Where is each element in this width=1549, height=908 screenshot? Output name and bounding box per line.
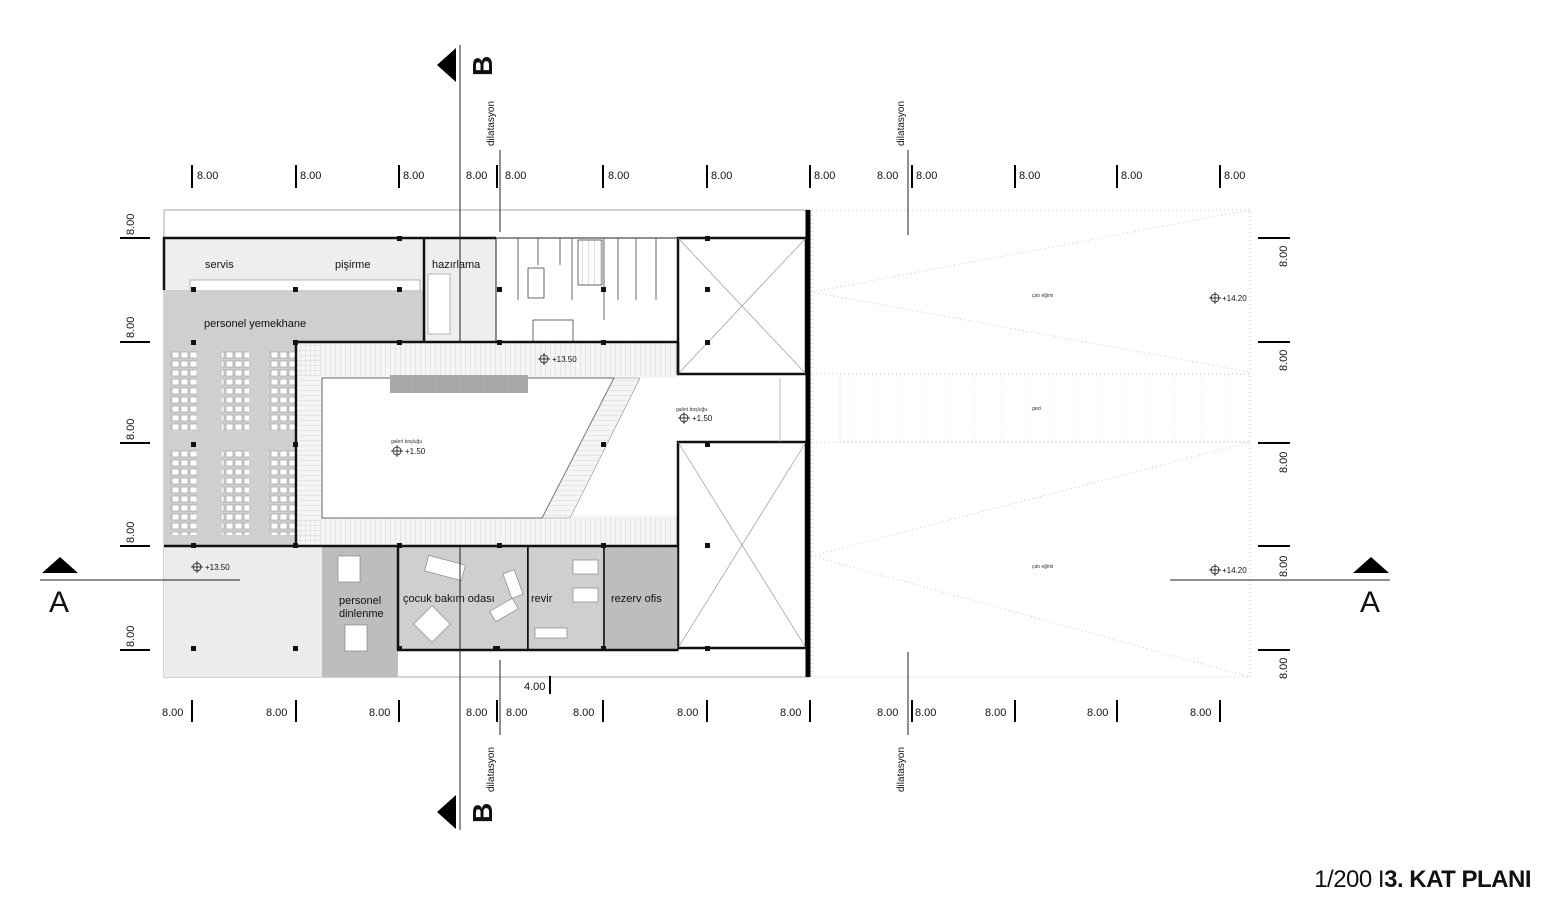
- dilatation-label-4: dilatasyon: [896, 747, 907, 792]
- label-pisirme: pişirme: [335, 259, 370, 271]
- level-galeri-2: +1.50: [692, 414, 713, 423]
- svg-text:8.00: 8.00: [1278, 246, 1290, 267]
- section-b-bottom: B: [467, 803, 498, 823]
- svg-text:8.00: 8.00: [300, 170, 321, 182]
- svg-text:8.00: 8.00: [915, 707, 936, 719]
- svg-text:8.00: 8.00: [877, 170, 898, 182]
- svg-text:8.00: 8.00: [573, 707, 594, 719]
- svg-text:8.00: 8.00: [505, 170, 526, 182]
- section-b-top: B: [467, 56, 498, 76]
- drawing-scale: 1/200 I: [1314, 866, 1385, 893]
- rezerv-ofis-room: [603, 545, 679, 651]
- svg-text:8.00: 8.00: [125, 626, 137, 647]
- label-servis: servis: [205, 259, 234, 271]
- prep-counter: [427, 273, 451, 335]
- level-roof-2: +14.20: [1222, 566, 1247, 575]
- label-dinlenme: dinlenme: [339, 608, 384, 620]
- svg-text:8.00: 8.00: [1278, 658, 1290, 679]
- level-main-2: +13.50: [205, 563, 230, 572]
- svg-text:8.00: 8.00: [814, 170, 835, 182]
- label-cati-1: çatı eğimi: [1032, 293, 1053, 299]
- svg-text:8.00: 8.00: [780, 707, 801, 719]
- level-galeri-1: +1.50: [405, 447, 426, 456]
- label-rezerv-ofis: rezerv ofis: [611, 593, 662, 605]
- svg-text:8.00: 8.00: [466, 170, 487, 182]
- svg-text:8.00: 8.00: [1087, 707, 1108, 719]
- svg-text:8.00: 8.00: [125, 214, 137, 235]
- svg-text:8.00: 8.00: [197, 170, 218, 182]
- section-b-top-arrow: [437, 48, 456, 82]
- ramp-left: [298, 342, 322, 546]
- svg-text:8.00: 8.00: [403, 170, 424, 182]
- dilatation-label-3: dilatasyon: [486, 747, 497, 792]
- svg-text:8.00: 8.00: [125, 317, 137, 338]
- label-galeri-2: galeri boşluğu: [676, 407, 707, 413]
- label-hazirlama: hazırlama: [432, 259, 481, 271]
- section-a-right-arrow: [1353, 557, 1389, 573]
- svg-text:8.00: 8.00: [125, 522, 137, 543]
- svg-text:8.00: 8.00: [125, 419, 137, 440]
- label-personel: personel: [339, 595, 381, 607]
- svg-text:8.00: 8.00: [1278, 452, 1290, 473]
- stair-block-treads: [390, 375, 528, 393]
- svg-text:8.00: 8.00: [877, 707, 898, 719]
- section-lines: [40, 45, 1390, 830]
- label-cati-2: çatı eğimi: [1032, 564, 1053, 570]
- drawing-name: 3. KAT PLANI: [1384, 866, 1531, 893]
- level-main-1: +13.50: [552, 355, 577, 364]
- svg-text:8.00: 8.00: [1278, 556, 1290, 577]
- terrace-area: [164, 546, 322, 677]
- ramp-bottom: [298, 518, 678, 546]
- label-gezi: gezi: [1032, 406, 1041, 412]
- section-a-left: A: [49, 586, 69, 619]
- ramp-top: [298, 342, 678, 376]
- level-markers: [191, 292, 1221, 576]
- section-a-right: A: [1360, 586, 1380, 619]
- svg-text:8.00: 8.00: [369, 707, 390, 719]
- dining-upper: [296, 290, 424, 342]
- svg-text:8.00: 8.00: [677, 707, 698, 719]
- bottom-dimensions: 8.00 8.00 8.00 8.00 8.00 8.00 8.00 8.00 …: [162, 681, 1211, 719]
- svg-text:8.00: 8.00: [1190, 707, 1211, 719]
- wc-cubicles: [517, 238, 657, 343]
- svg-text:8.00: 8.00: [162, 707, 183, 719]
- room-furniture: [337, 554, 599, 652]
- dining-tables: [170, 350, 295, 535]
- svg-text:8.00: 8.00: [916, 170, 937, 182]
- top-dimensions: 8.00 8.00 8.00 8.00 8.00 8.00 8.00 8.00 …: [197, 170, 1245, 182]
- level-roof-1: +14.20: [1222, 294, 1247, 303]
- section-b-bottom-arrow: [437, 795, 456, 829]
- svg-text:8.00: 8.00: [1019, 170, 1040, 182]
- cocuk-bakim-room: [397, 545, 529, 651]
- svg-text:8.00: 8.00: [711, 170, 732, 182]
- svg-text:8.00: 8.00: [1278, 350, 1290, 371]
- svg-text:8.00: 8.00: [266, 707, 287, 719]
- label-revir: revir: [531, 593, 553, 605]
- gallery-void-edge: [541, 377, 641, 519]
- dilatation-label-1: dilatasyon: [486, 101, 497, 146]
- left-dimensions: 8.00 8.00 8.00 8.00 8.00: [125, 214, 137, 647]
- svg-text:8.00: 8.00: [1121, 170, 1142, 182]
- svg-text:8.00: 8.00: [506, 707, 527, 719]
- svg-text:8.00: 8.00: [608, 170, 629, 182]
- columns: [191, 236, 710, 651]
- dimension-half: 4.00: [524, 681, 545, 693]
- label-personel-yemekhane: personel yemekhane: [204, 318, 306, 330]
- dilatation-label-2: dilatasyon: [896, 101, 907, 146]
- section-a-left-arrow: [42, 557, 78, 573]
- svg-text:8.00: 8.00: [1224, 170, 1245, 182]
- right-dimensions: 8.00 8.00 8.00 8.00 8.00: [1278, 246, 1290, 679]
- svg-text:8.00: 8.00: [466, 707, 487, 719]
- svg-text:8.00: 8.00: [985, 707, 1006, 719]
- label-galeri-1: galeri boşluğu: [391, 439, 422, 445]
- roof-area: [810, 209, 1251, 678]
- dilatation-lines: [499, 150, 909, 735]
- dimension-ticks: [120, 165, 1290, 722]
- drawing-title: 1/200 I3. KAT PLANI: [1314, 866, 1531, 894]
- label-cocuk-bakim: çocuk bakım odası: [403, 593, 495, 605]
